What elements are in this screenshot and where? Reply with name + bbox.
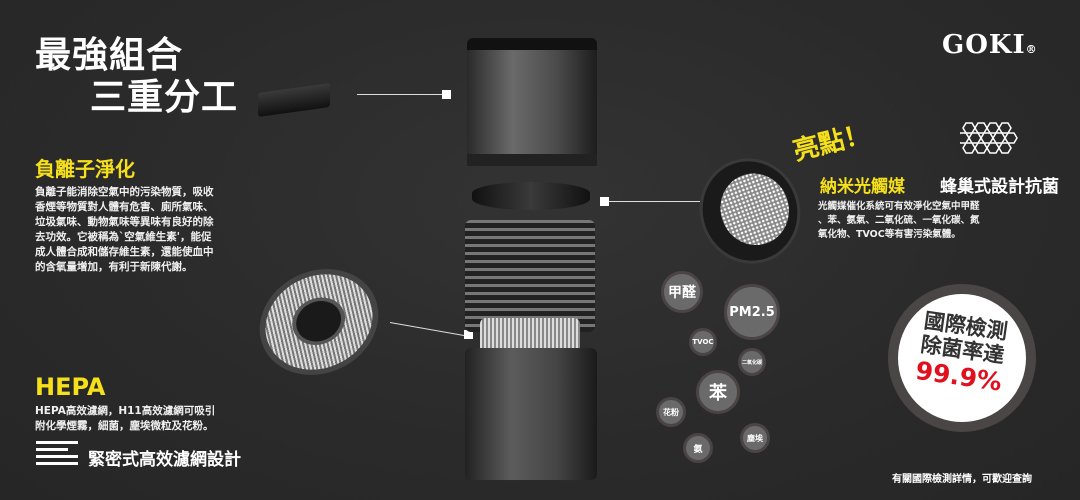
ion-line: 垃圾氣味、動物氣味等異味有良好的除 [35, 216, 214, 228]
ion-line: 去功效。它被稱為`空氣維生素'，能促 [35, 231, 212, 243]
photocatalyst-title: 納米光觸媒 [820, 177, 905, 197]
honeycomb-title: 蜂巢式設計抗菌 [940, 177, 1059, 197]
hepa-feature: 緊密式高效濾網設計 [88, 450, 241, 470]
ion-line: 成人體合成和儲存維生素，還能使血中 [35, 246, 214, 258]
test-result-badge: 國際檢測 除菌率達 99.9% [888, 284, 1036, 432]
hepa-description: HEPA高效濾網，H11高效濾網可吸引 附化學煙霧，細菌，塵埃微粒及花粉。 [35, 404, 215, 434]
highlight-label: 亮點！ [790, 118, 874, 167]
hepa-line: HEPA高效濾網，H11高效濾網可吸引 [35, 405, 216, 417]
pollutant-bubble: PM2.5 [724, 284, 780, 340]
ion-module-image [258, 82, 330, 118]
logo-text: GOKI [942, 30, 1026, 60]
highlight-line: 、苯、氨氣、二氧化硫、一氧化碳、氮 [818, 215, 980, 226]
pollutant-bubble: 苯 [696, 370, 740, 414]
highlight-line: 氧化物、TVOC等有害污染氣體。 [818, 229, 961, 240]
ion-line: 香煙等物質對人體有危害、廁所氣味、 [35, 201, 214, 213]
pollutant-bubble: TVOC [689, 328, 717, 356]
footer-note: 有關國際檢測詳情，可歡迎查詢 [892, 474, 1032, 485]
ion-line: 的含氧量增加，有利于新陳代謝。 [35, 261, 193, 273]
logo-mark: ® [1025, 43, 1038, 56]
pollutant-bubble: 塵埃 [740, 423, 770, 453]
layered-filter-icon [36, 441, 78, 467]
highlight-line: 光觸媒催化系統可有效淨化空氣中甲醛 [818, 201, 980, 212]
ion-line: 負離子能消除空氣中的污染物質，吸收 [35, 186, 214, 198]
device-inner-filter [480, 318, 580, 353]
photocatalyst-disc-image [684, 144, 816, 278]
ion-description: 負離子能消除空氣中的污染物質，吸收 香煙等物質對人體有危害、廁所氣味、 垃圾氣味… [35, 185, 214, 275]
hepa-filter-image [242, 249, 396, 395]
device-top-cap [467, 38, 597, 166]
ion-title: 負離子淨化 [35, 157, 135, 181]
pollutant-bubble: 二氧化碳 [738, 348, 766, 376]
device-base [465, 348, 597, 480]
hepa-title: HEPA [35, 373, 106, 401]
pollutant-bubble: 氨 [683, 433, 713, 463]
pollutant-bubble: 花粉 [656, 397, 686, 427]
hepa-line: 附化學煙霧，細菌，塵埃微粒及花粉。 [35, 420, 214, 432]
highlight-description: 光觸媒催化系統可有效淨化空氣中甲醛 、苯、氨氣、二氧化硫、一氧化碳、氮 氧化物、… [818, 200, 980, 242]
device-grille [465, 220, 595, 332]
headline-line1: 最強組合 [35, 35, 184, 76]
honeycomb-icon [960, 122, 1018, 154]
pollutant-bubble: 甲醛 [661, 271, 703, 313]
device-ring [472, 182, 590, 210]
headline-line2: 三重分工 [90, 77, 239, 118]
goki-logo: GOKI® [942, 30, 1038, 60]
